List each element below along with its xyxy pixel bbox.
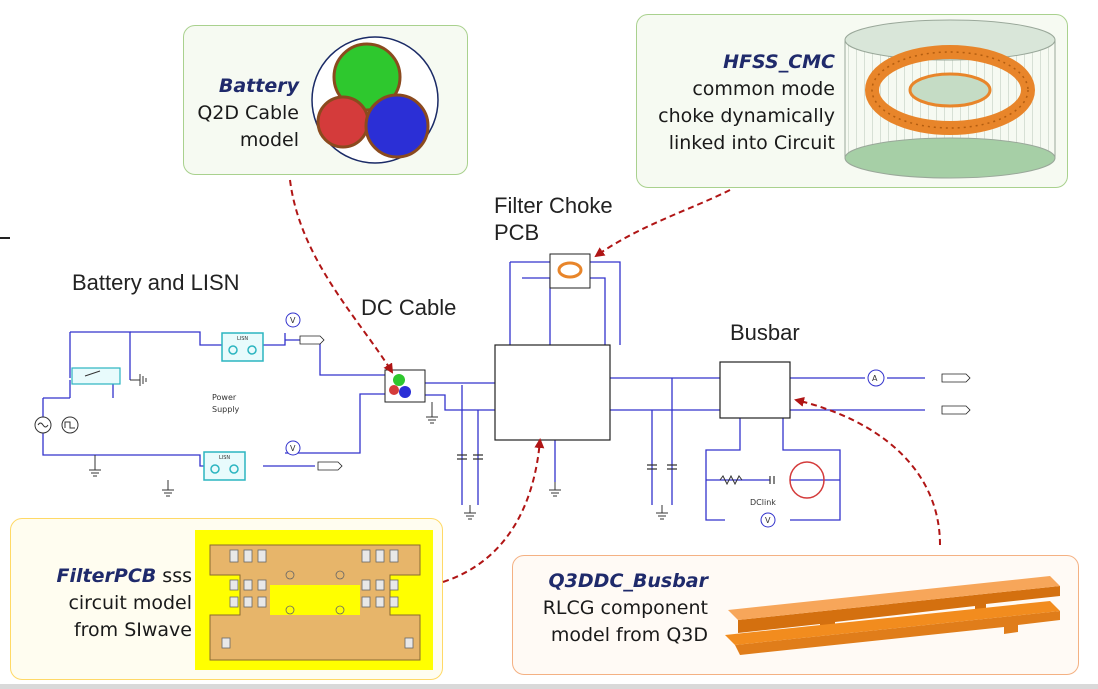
svg-text:V: V	[290, 444, 296, 453]
hfss-cmc-toroid-image	[844, 19, 1056, 179]
battery-callout-line2: model	[239, 129, 299, 151]
filterpcb-callout-line1: circuit model	[68, 592, 192, 614]
hfss-callout-line3: linked into Circuit	[668, 132, 835, 154]
hfss-callout-line1: common mode	[692, 78, 835, 100]
dclink-component-highlight	[789, 461, 825, 499]
battery-callout-line1: Q2D Cable	[197, 102, 299, 124]
voltmeter-top: V	[285, 312, 301, 328]
switch-block	[71, 367, 121, 385]
capacitors	[457, 454, 775, 484]
battery-cable-cross-section	[311, 36, 439, 164]
lisn-top-text: LISN	[237, 336, 248, 342]
filter-choke-label-line2: PCB	[494, 220, 540, 245]
pulse-source	[61, 416, 79, 434]
q3ddc-callout-title: Q3DDC_Busbar	[548, 570, 708, 592]
busbar-plates-image	[725, 576, 1060, 655]
bottom-bar	[0, 684, 1098, 689]
dclink-resistor	[719, 474, 743, 486]
voltmeter-bottom: V	[285, 440, 301, 456]
power-supply-line1: Power	[212, 393, 237, 402]
lisn-bottom-text: LISN	[219, 455, 230, 461]
voltage-source	[34, 416, 52, 434]
ammeter: A	[867, 369, 885, 387]
hfss-callout-title: HFSS_CMC	[723, 51, 835, 73]
svg-text:V: V	[290, 316, 296, 325]
busbar-label: Busbar	[730, 320, 800, 345]
q3ddc-callout-line2: model from Q3D	[550, 624, 708, 646]
hfss-arrow	[594, 189, 731, 258]
callout-arrows	[289, 179, 941, 583]
hfss-callout-line2: choke dynamically	[658, 105, 835, 127]
hfss-callout-text: HFSS_CMC common mode choke dynamically l…	[658, 49, 835, 157]
filterpcb-callout-suffix: sss	[156, 565, 192, 587]
busbar-block	[719, 361, 791, 419]
battery-arrow	[289, 179, 394, 374]
battery-lisn-label: Battery and LISN	[72, 270, 240, 295]
dc-cable-block	[384, 369, 426, 403]
lisn-bottom-block: LISN	[203, 451, 246, 481]
cmc-block	[549, 253, 591, 289]
port-tags	[299, 335, 971, 471]
svg-text:A: A	[872, 374, 878, 383]
dclink-label: DClink	[750, 498, 776, 507]
filterpcb-callout-title: FilterPCB	[56, 565, 157, 587]
filterpcb-callout-text: FilterPCB sss circuit model from SIwave	[57, 563, 192, 644]
filter-pcb-block	[494, 344, 611, 441]
filterpcb-callout-line2: from SIwave	[73, 619, 192, 641]
q3ddc-arrow	[794, 396, 941, 546]
battery-callout-text: Battery Q2D Cable model	[197, 73, 299, 154]
filter-pcb-layout-image	[195, 530, 433, 670]
voltmeter-dclink: V	[760, 512, 776, 528]
svg-text:V: V	[765, 516, 771, 525]
battery-callout-title: Battery	[218, 75, 299, 97]
filter-choke-pcb-label: Filter Choke PCB	[494, 192, 613, 246]
ground-symbols	[89, 374, 668, 520]
dc-cable-label: DC Cable	[361, 295, 457, 320]
filterpcb-arrow	[442, 438, 545, 583]
schematic-wires	[42, 261, 925, 521]
q3ddc-callout-line1: RLCG component	[542, 597, 708, 619]
filter-choke-label-line1: Filter Choke	[494, 193, 613, 218]
lisn-top-block: LISN	[221, 332, 264, 362]
power-supply-line2: Supply	[212, 405, 240, 414]
q3ddc-callout-text: Q3DDC_Busbar RLCG component model from Q…	[543, 568, 708, 649]
